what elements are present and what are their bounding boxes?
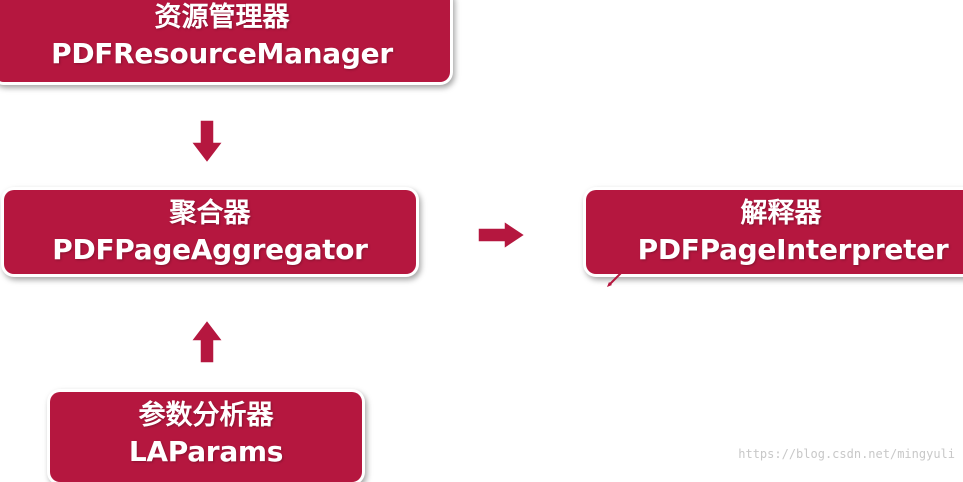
- node-label-en: PDFPageAggregator: [52, 233, 368, 266]
- node-label-en: PDFResourceManager: [51, 37, 393, 70]
- node-label-cn: 参数分析器: [138, 400, 274, 431]
- watermark: https://blog.csdn.net/mingyuli: [738, 447, 955, 461]
- node-pdf-page-interpreter: 解释器 PDFPageInterpreter: [586, 190, 963, 274]
- node-label-en: PDFPageInterpreter: [637, 233, 949, 266]
- arrow-up-icon: [189, 318, 225, 364]
- pen-cursor-icon: [607, 271, 623, 287]
- node-laparams: 参数分析器 LAParams: [50, 392, 362, 482]
- node-pdf-resource-manager: 资源管理器 PDFResourceManager: [0, 0, 450, 82]
- node-label-en: LAParams: [128, 435, 284, 468]
- node-pdf-page-aggregator: 聚合器 PDFPageAggregator: [4, 190, 416, 274]
- node-label-cn: 聚合器: [169, 198, 251, 229]
- node-label-cn: 解释器: [740, 198, 822, 229]
- arrow-down-icon: [189, 119, 225, 165]
- arrow-right-icon: [477, 219, 527, 251]
- node-label-cn: 资源管理器: [154, 2, 290, 33]
